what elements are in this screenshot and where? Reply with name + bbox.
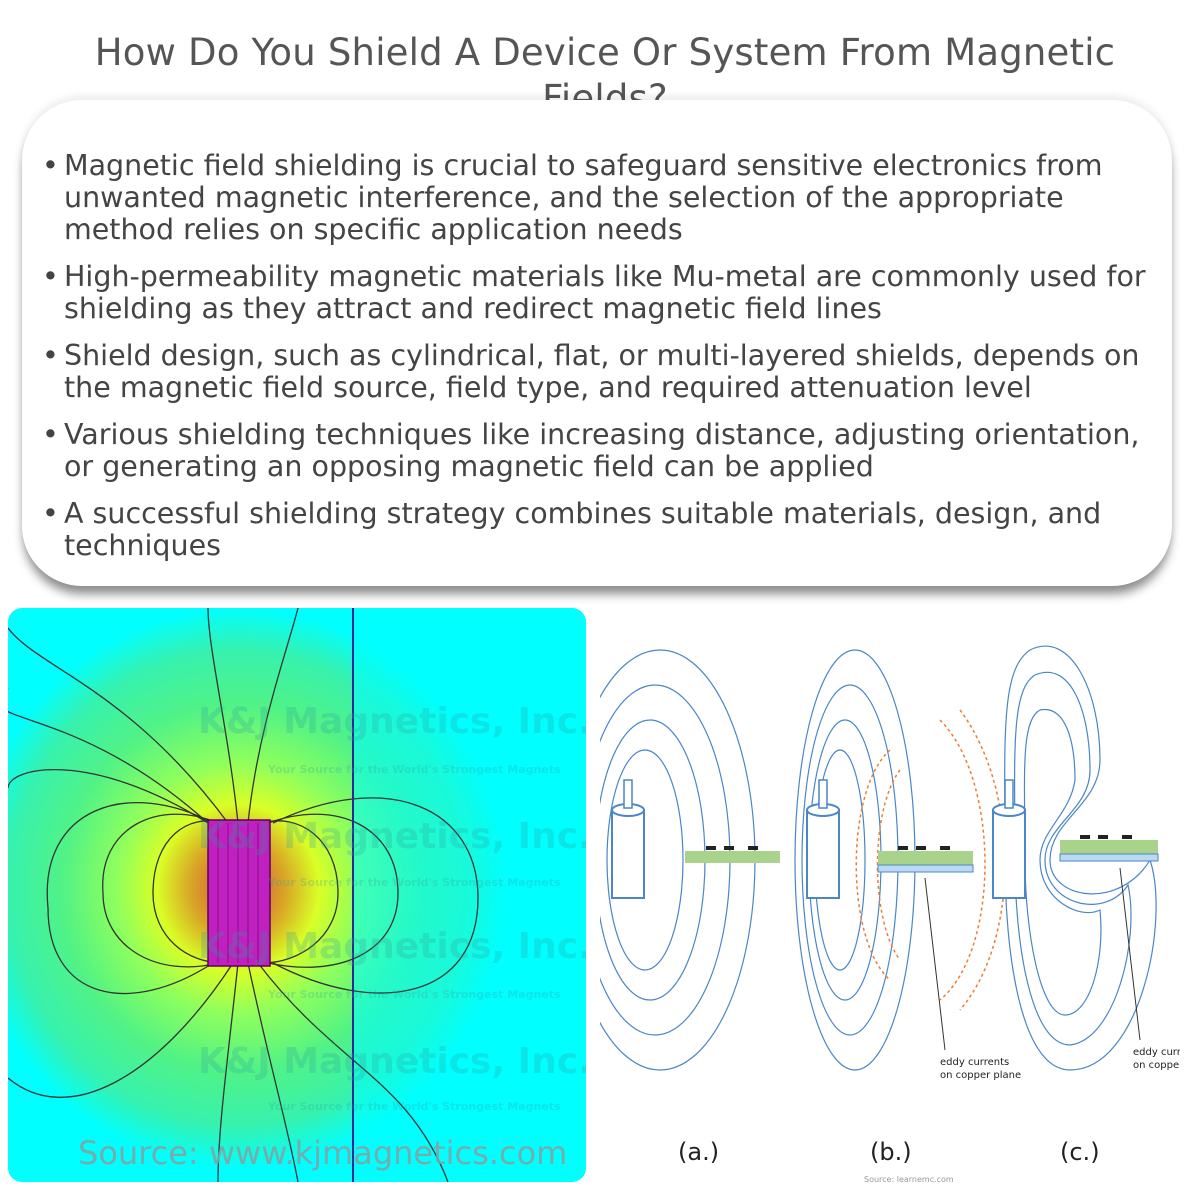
- image-source-credit: Source: www.kjmagnetics.com: [78, 1134, 567, 1172]
- bullet-text: Magnetic field shielding is crucial to s…: [64, 149, 1103, 246]
- annotation-line-1: eddy currents: [1133, 1047, 1180, 1058]
- annotation-line-2: on copper plane: [940, 1070, 1021, 1081]
- bullet-marker: •: [42, 418, 59, 451]
- watermark-subtitle: Your Source for the World's Strongest Ma…: [267, 1100, 561, 1113]
- bullet-text: A successful shielding strategy combines…: [64, 497, 1102, 562]
- bullet-text: Various shielding techniques like increa…: [64, 418, 1140, 483]
- watermark-subtitle: Your Source for the World's Strongest Ma…: [267, 988, 561, 1001]
- solenoid: [806, 779, 840, 899]
- bullet-marker: •: [42, 497, 59, 530]
- solenoid: [611, 779, 645, 899]
- annotation-pointer: [924, 877, 946, 1051]
- eddy-current-diagram: (a.): [564, 620, 1200, 1190]
- field-lines: [8, 608, 479, 1182]
- bullet-item: •Shield design, such as cylindrical, fla…: [42, 340, 1152, 404]
- bullet-marker: •: [42, 339, 59, 372]
- watermark-title: K&J Magnetics, Inc.: [198, 816, 586, 857]
- summary-card: [22, 100, 1172, 586]
- bullet-text: Shield design, such as cylindrical, flat…: [64, 339, 1140, 404]
- bullet-marker: •: [42, 149, 59, 182]
- annotation-line-2: on copper plane: [1133, 1060, 1180, 1071]
- panel-label-c: (c.): [1060, 1138, 1100, 1166]
- annotation-pointer: [1119, 867, 1141, 1041]
- panel-label-b: (b.): [870, 1138, 912, 1166]
- circuit-board-with-copper: [877, 846, 974, 873]
- panel-c: eddy currents on copper plane (c.): [992, 645, 1200, 1166]
- watermark-subtitle: Your Source for the World's Strongest Ma…: [267, 876, 561, 889]
- bullet-marker: •: [42, 260, 59, 293]
- page-title: How Do You Shield A Device Or System Fro…: [94, 31, 1116, 120]
- bullet-item: •Magnetic field shielding is crucial to …: [42, 150, 1152, 246]
- watermark-title: K&J Magnetics, Inc.: [198, 926, 586, 967]
- watermark-title: K&J Magnetics, Inc.: [198, 701, 586, 742]
- panel-label-a: (a.): [678, 1138, 719, 1166]
- magnet-hatching: [217, 823, 259, 963]
- watermark: K&J Magnetics, Inc. Your Source for the …: [198, 701, 586, 1113]
- circuit-board: [685, 846, 780, 863]
- bullet-list: •Magnetic field shielding is crucial to …: [42, 150, 1152, 577]
- panel-b: eddy currents on copper plane (b.) Sourc…: [794, 649, 1021, 1184]
- shield-region: [353, 608, 586, 1182]
- watermark-subtitle: Your Source for the World's Strongest Ma…: [267, 763, 561, 776]
- field-simulation-image: K&J Magnetics, Inc. Your Source for the …: [8, 608, 586, 1182]
- bullet-item: •A successful shielding strategy combine…: [42, 498, 1152, 562]
- bullet-item: •Various shielding techniques like incre…: [42, 419, 1152, 483]
- bullet-item: •High-permeability magnetic materials li…: [42, 261, 1152, 325]
- solenoid: [992, 779, 1026, 899]
- annotation-line-1: eddy currents: [940, 1057, 1009, 1068]
- diagram-source-credit: Source: learnemc.com: [864, 1175, 954, 1184]
- bullet-text: High-permeability magnetic materials lik…: [64, 260, 1146, 325]
- circuit-board-with-copper: [1059, 835, 1159, 862]
- watermark-title: K&J Magnetics, Inc.: [198, 1041, 586, 1082]
